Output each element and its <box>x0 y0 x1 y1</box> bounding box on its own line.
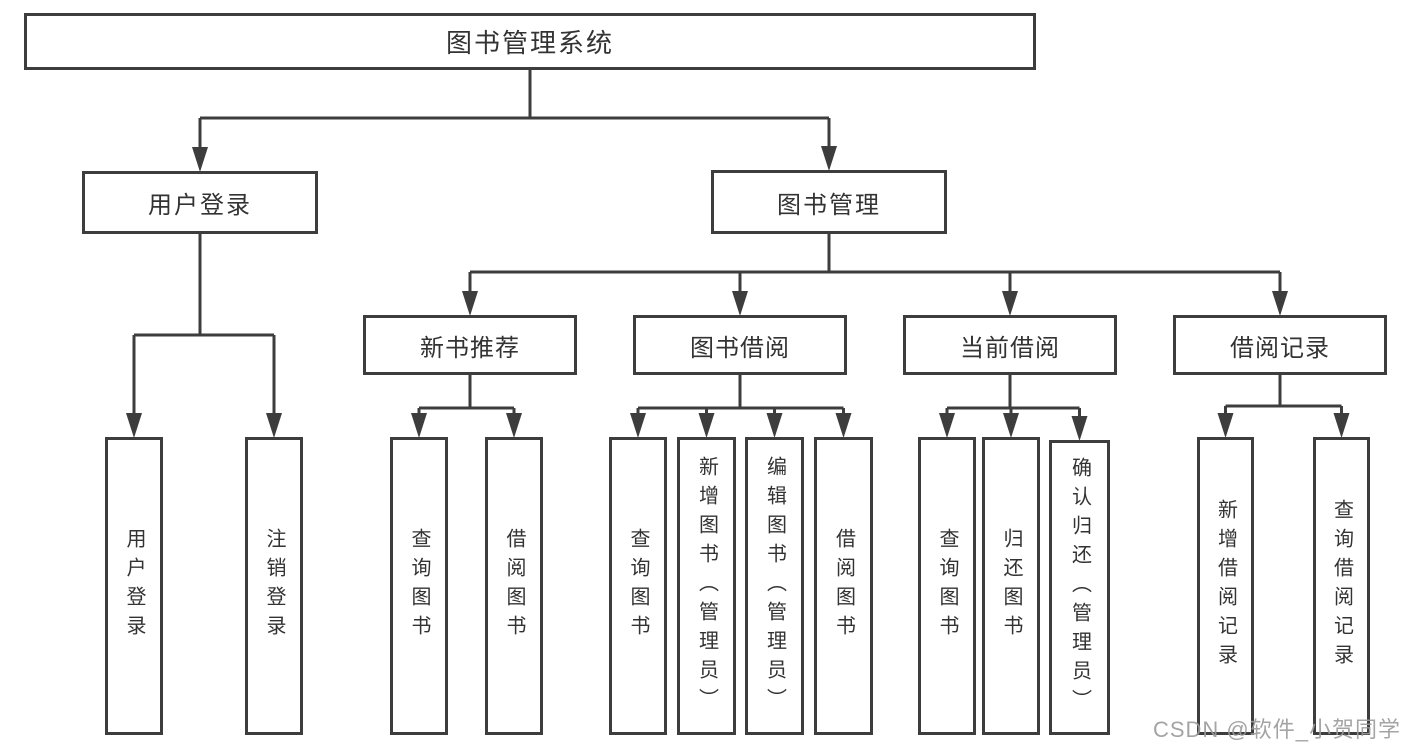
node-bb-borrow-books: 借阅图书 <box>814 437 873 735</box>
node-label: 当前借阅 <box>960 334 1060 362</box>
node-bb-add-books: 新增图书（管理员） <box>677 437 736 735</box>
node-cb-confirm-return: 确认归还（管理员） <box>1049 440 1110 735</box>
node-label: 用户登录 <box>123 528 145 644</box>
watermark: CSDN @软件_小贺同学 <box>1152 717 1401 742</box>
node-book-borrow: 图书借阅 <box>633 315 847 375</box>
node-label: 查询借阅记录 <box>1330 499 1353 673</box>
node-cb-return-books: 归还图书 <box>982 437 1040 735</box>
node-cb-query-books: 查询图书 <box>918 437 976 735</box>
node-root: 图书管理系统 <box>24 13 1036 70</box>
node-current-borrow: 当前借阅 <box>903 315 1117 375</box>
node-label: 图书借阅 <box>690 334 790 362</box>
node-logout-leaf: 注销登录 <box>245 437 303 735</box>
node-label: 图书管理系统 <box>445 28 614 58</box>
node-user-login-leaf: 用户登录 <box>105 437 163 735</box>
node-bb-edit-books: 编辑图书（管理员） <box>745 437 804 735</box>
node-new-book-rec: 新书推荐 <box>363 315 577 375</box>
node-label: 图书管理 <box>777 191 881 219</box>
node-label: 查询图书 <box>936 528 958 644</box>
node-label: 查询图书 <box>408 528 430 644</box>
node-br-query-record: 查询借阅记录 <box>1313 437 1370 735</box>
node-label: 借阅记录 <box>1230 334 1330 362</box>
node-label: 用户登录 <box>148 192 252 219</box>
node-label: 查询图书 <box>627 528 649 644</box>
node-label: 借阅图书 <box>503 528 525 644</box>
node-label: 新书推荐 <box>420 334 520 362</box>
node-label: 借阅图书 <box>832 528 855 644</box>
node-label: 注销登录 <box>263 528 285 644</box>
node-label: 新增借阅记录 <box>1214 499 1237 673</box>
node-book-mgmt: 图书管理 <box>711 170 947 234</box>
node-label: 新增图书（管理员） <box>695 455 718 717</box>
node-rec-query-books: 查询图书 <box>390 437 448 735</box>
node-label: 确认归还（管理员） <box>1068 457 1091 718</box>
node-rec-borrow-books: 借阅图书 <box>485 437 543 735</box>
node-label: 编辑图书（管理员） <box>763 455 786 717</box>
node-user-login: 用户登录 <box>82 171 318 234</box>
node-bb-query-books: 查询图书 <box>609 437 667 735</box>
node-br-add-record: 新增借阅记录 <box>1197 437 1254 735</box>
node-label: 归还图书 <box>1000 528 1022 644</box>
node-borrow-records: 借阅记录 <box>1173 315 1387 375</box>
